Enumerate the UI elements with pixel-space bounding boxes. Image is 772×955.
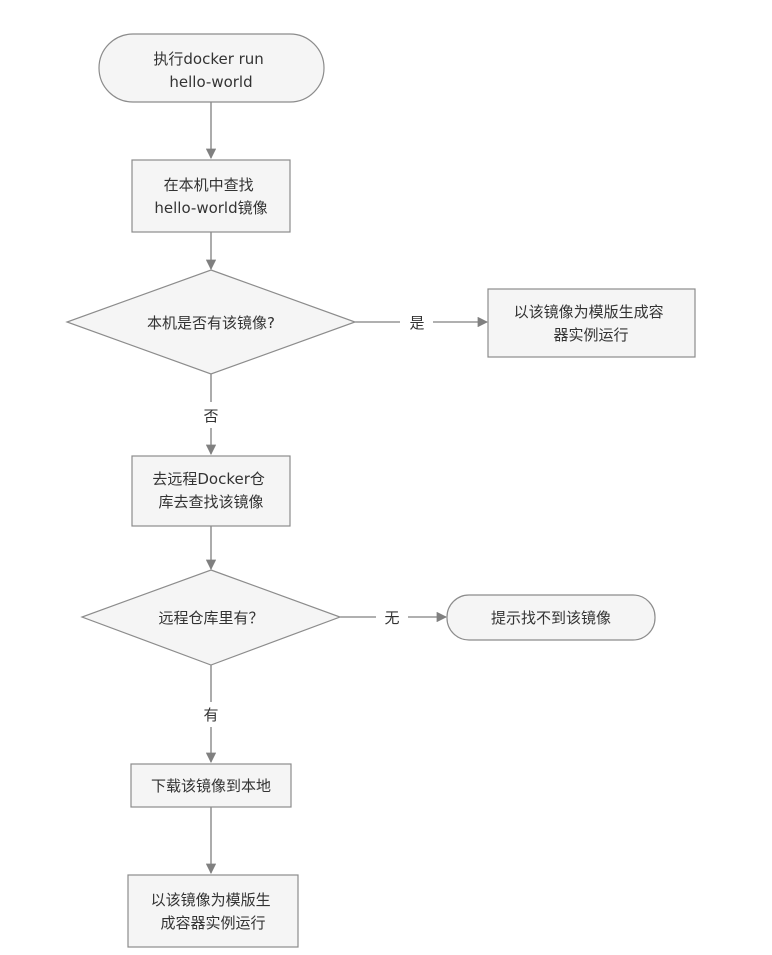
edge-label-remote-no: 无	[384, 609, 399, 627]
search-local-node-text: 在本机中查找 hello-world镜像	[154, 176, 267, 217]
run-downloaded-node-text: 以该镜像为模版生 成容器实例运行	[151, 891, 276, 932]
run-local-node	[487, 288, 696, 358]
search-local-node	[131, 159, 291, 233]
download-node	[130, 763, 292, 808]
edge-label-remote-yes: 有	[203, 706, 218, 724]
edge-label-local-no: 否	[203, 407, 218, 425]
run-local-node-text: 以该镜像为模版生成容 器实例运行	[514, 303, 669, 344]
search-remote-node-text: 去远程Docker仓 库去查找该镜像	[152, 470, 269, 511]
not-found-node	[446, 594, 656, 641]
not-found-node-text: 提示找不到该镜像	[491, 609, 611, 627]
has-local-decision	[65, 269, 357, 375]
has-remote-decision-text: 远程仓库里有？	[158, 609, 263, 627]
run-downloaded-node	[127, 874, 299, 948]
has-remote-decision	[80, 569, 342, 666]
has-local-decision-text: 本机是否有该镜像?	[147, 314, 275, 332]
start-node-text: 执行docker run hello-world	[153, 50, 268, 91]
edge-label-local-yes: 是	[409, 314, 424, 332]
download-node-text: 下载该镜像到本地	[151, 777, 271, 795]
start-node	[98, 33, 325, 103]
search-remote-node	[131, 455, 291, 527]
